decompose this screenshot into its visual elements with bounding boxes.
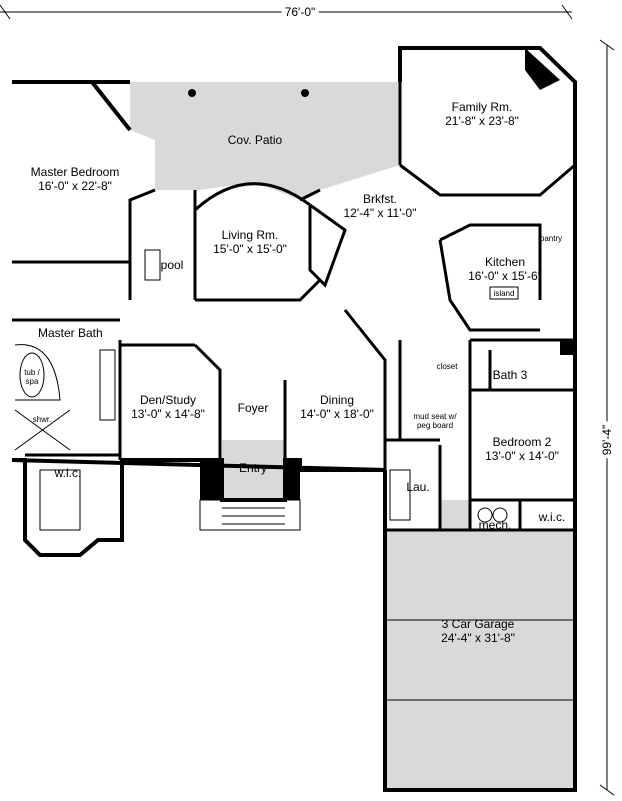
room-name: Den/Study bbox=[139, 393, 197, 407]
exterior-walls bbox=[11, 46, 577, 792]
room-size: 12'-4" x 11'-0" bbox=[343, 206, 417, 220]
room-size: 14'-0" x 18'-0" bbox=[300, 407, 374, 421]
laundry-label: Lau. bbox=[406, 480, 430, 494]
room-name: Brkfst. bbox=[362, 192, 398, 206]
room-name: Dining bbox=[319, 393, 355, 407]
bath3-label: Bath 3 bbox=[492, 368, 528, 382]
room-size: 21'-8" x 23'-8" bbox=[445, 114, 519, 128]
garage-area bbox=[385, 530, 575, 790]
columns bbox=[188, 48, 575, 500]
master-bath-label: Master Bath bbox=[38, 326, 103, 340]
mech-label: mech. bbox=[478, 518, 512, 532]
closet-label: closet bbox=[436, 362, 458, 371]
room-size: 16'-0" x 22'-8" bbox=[38, 179, 112, 193]
entry-area bbox=[222, 440, 285, 500]
pool-label: pool bbox=[160, 258, 184, 272]
room-name: Master Bedroom bbox=[30, 165, 120, 179]
patio-area bbox=[130, 82, 400, 200]
room-name: Family Rm. bbox=[451, 100, 513, 114]
entry-label: Entry bbox=[238, 461, 268, 475]
room-name: 3 Car Garage bbox=[441, 617, 515, 631]
breakfast-label: Brkfst.12'-4" x 11'-0" bbox=[344, 192, 417, 220]
fixtures bbox=[14, 249, 575, 701]
interior-walls bbox=[12, 48, 576, 532]
living-room-label: Living Rm.15'-0" x 15'-0" bbox=[213, 228, 287, 256]
room-size: 24'-4" x 31'-8" bbox=[441, 631, 515, 645]
room-name: Living Rm. bbox=[221, 228, 279, 242]
room-size: 13'-0" x 14'-0" bbox=[485, 449, 559, 463]
family-room-label: Family Rm.21'-8" x 23'-8" bbox=[445, 100, 519, 128]
tub-label: tub / spa bbox=[24, 368, 40, 386]
patio-label: Cov. Patio bbox=[227, 133, 283, 147]
depth-dimension: 99'-4" bbox=[600, 421, 614, 459]
bed2-wic-label: w.i.c. bbox=[538, 510, 566, 524]
room-name: Kitchen bbox=[484, 255, 526, 269]
mud-seat-label: mud seat w/ peg board bbox=[413, 412, 457, 430]
foyer-label: Foyer bbox=[237, 401, 269, 415]
room-size: 16'-0" x 15'-6" bbox=[468, 269, 542, 283]
room-size: 15'-0" x 15'-0" bbox=[213, 242, 287, 256]
entry-steps bbox=[199, 499, 301, 531]
room-size: 13'-0" x 14'-8" bbox=[131, 407, 205, 421]
island-label: island bbox=[493, 289, 515, 298]
width-dimension: 76'-0" bbox=[281, 5, 319, 19]
pantry-label: pantry bbox=[539, 234, 563, 243]
master-wic-label: w.i.c. bbox=[54, 466, 82, 480]
room-name: Bedroom 2 bbox=[492, 435, 552, 449]
shower-label: shwr. bbox=[32, 415, 52, 424]
